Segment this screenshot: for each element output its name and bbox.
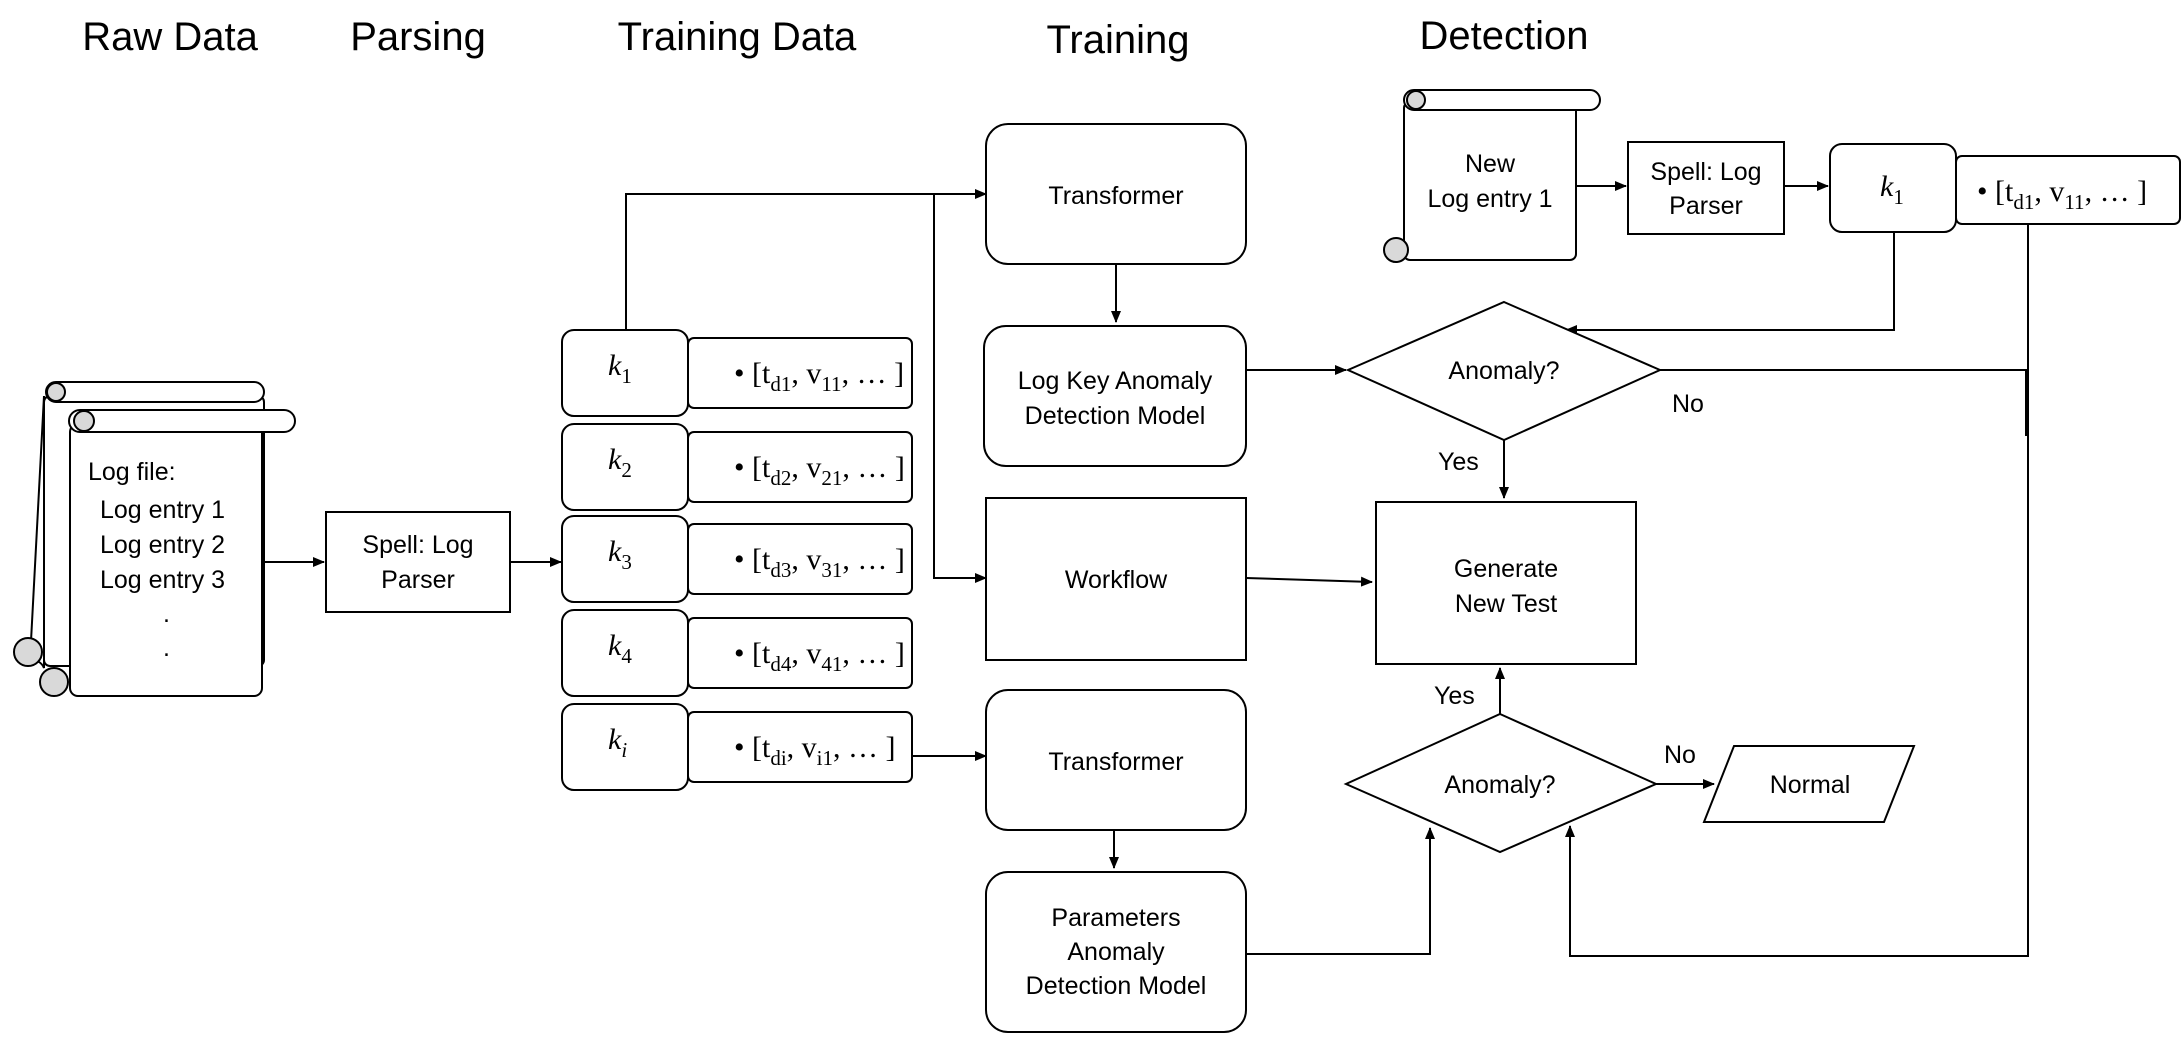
key-row: k2 • [td2, v21, … ] — [561, 423, 913, 511]
spell-parser-line2: Parser — [381, 566, 455, 594]
log-file-title: Log file: — [88, 458, 176, 486]
key-row: k3 • [td3, v31, … ] — [561, 515, 913, 603]
spell-parser-box — [325, 511, 511, 613]
key-row: k1 • [td1, v11, … ] — [561, 329, 913, 417]
log-file-scroll — [13, 381, 296, 697]
param-model-line1: Parameters — [1051, 904, 1180, 932]
anomaly-top-label: Anomaly? — [1448, 357, 1559, 385]
anomaly-top-yes-label: Yes — [1438, 448, 1479, 476]
log-entry-3: Log entry 3 — [100, 566, 225, 594]
normal-parallelogram — [1702, 745, 1916, 823]
detection-parser-line1: Spell: Log — [1650, 158, 1761, 186]
workflow-label: Workflow — [1065, 566, 1168, 594]
key-vector-label: • [td2, v21, … ] — [734, 451, 905, 490]
anomaly-bottom-diamond — [1343, 712, 1659, 854]
key-label: k4 — [608, 629, 632, 668]
detection-parser-box — [1627, 141, 1785, 235]
detection-vector-box — [1955, 155, 2181, 225]
key-row: k4 • [td4, v41, … ] — [561, 609, 913, 697]
heading-parsing: Parsing — [350, 15, 486, 59]
param-model-box — [985, 871, 1247, 1033]
key-rows: k1 • [td1, v11, … ] k2 • [td2, v21, … ] k3 • … — [561, 329, 913, 791]
key-label: ki — [608, 723, 627, 762]
log-key-model-line2: Detection Model — [1025, 402, 1206, 430]
arrow-vector-to-anomaly — [1565, 224, 2029, 957]
anomaly-bottom-yes-label: Yes — [1434, 682, 1475, 710]
new-log-line2: Log entry 1 — [1427, 185, 1552, 213]
key-vector-label: • [tdi, vi1, … ] — [734, 731, 896, 770]
normal-label: Normal — [1770, 771, 1851, 799]
detection-key-label: k1 — [1880, 170, 1904, 209]
heading-training-data: Training Data — [618, 15, 857, 59]
key-label: k2 — [608, 443, 632, 482]
arrow-workflow-to-generate — [1245, 576, 1373, 587]
key-vector-box — [687, 431, 913, 503]
key-vector-label: • [td4, v41, … ] — [734, 637, 905, 676]
log-key-model-line1: Log Key Anomaly — [1018, 367, 1213, 395]
key-row: ki • [tdi, vi1, … ] — [561, 703, 913, 791]
param-model-line2: Anomaly — [1067, 938, 1165, 966]
heading-raw-data: Raw Data — [82, 15, 258, 59]
new-log-scroll — [1383, 89, 1601, 263]
key-vector-label: • [td3, v31, … ] — [734, 543, 905, 582]
log-entry-1: Log entry 1 — [100, 496, 225, 524]
arrow-k1-to-workflow — [933, 194, 987, 583]
spell-parser-line1: Spell: Log — [362, 531, 473, 559]
key-label: k3 — [608, 535, 632, 574]
arrow-anomaly-top-no — [1660, 369, 2027, 436]
generate-test-line2: New Test — [1455, 590, 1557, 618]
log-entry-2: Log entry 2 — [100, 531, 225, 559]
anomaly-bottom-no-label: No — [1664, 741, 1696, 769]
new-log-line1: New — [1465, 150, 1516, 178]
key-vector-label: • [td1, v11, … ] — [734, 357, 904, 396]
anomaly-bottom-label: Anomaly? — [1444, 771, 1555, 799]
detection-vector-label: • [td1, v11, … ] — [1977, 175, 2147, 214]
generate-test-box — [1375, 501, 1637, 665]
arrow-key-to-anomaly — [1565, 232, 1895, 335]
transformer-bottom-box — [985, 689, 1247, 831]
arrow-param-to-anomaly — [1246, 827, 1435, 955]
detection-parser-line2: Parser — [1669, 192, 1743, 220]
log-key-model-box — [983, 325, 1247, 467]
log-entry-ellipsis-2: . — [163, 634, 170, 662]
param-model-line3: Detection Model — [1026, 972, 1207, 1000]
transformer-bottom-label: Transformer — [1048, 748, 1183, 776]
heading-training: Training — [1046, 18, 1189, 62]
key-vector-box — [687, 337, 913, 409]
generate-test-line1: Generate — [1454, 555, 1558, 583]
key-vector-box — [687, 711, 913, 783]
key-vector-box — [687, 523, 913, 595]
transformer-top-label: Transformer — [1048, 182, 1183, 210]
key-vector-box — [687, 617, 913, 689]
arrow-k1-to-transformer — [625, 189, 987, 330]
log-entry-ellipsis-1: . — [163, 600, 170, 628]
heading-detection: Detection — [1420, 14, 1589, 58]
key-label: k1 — [608, 349, 632, 388]
anomaly-top-no-label: No — [1672, 390, 1704, 418]
